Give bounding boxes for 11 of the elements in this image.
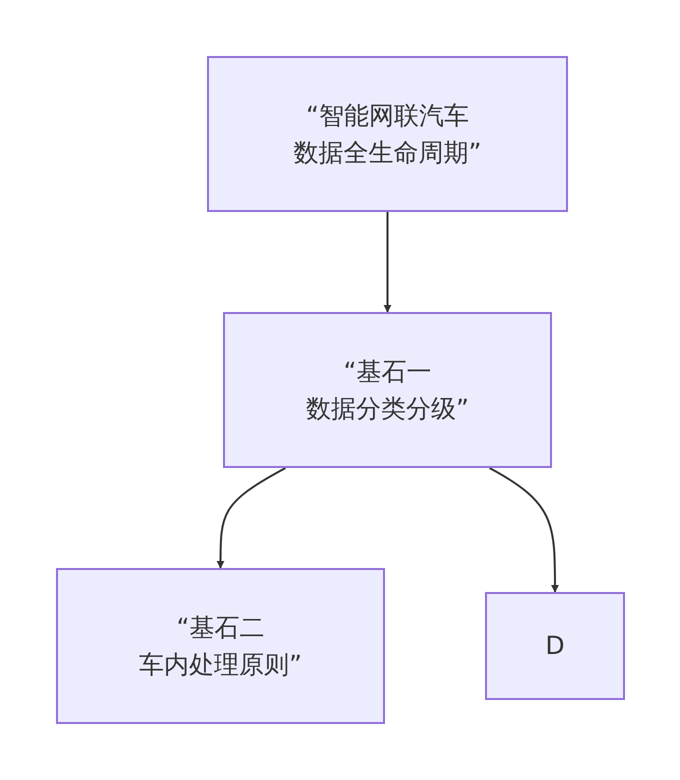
arrow <box>384 212 392 313</box>
box-label: D <box>545 630 565 662</box>
arrow <box>216 467 286 569</box>
process-box <box>56 568 385 724</box>
process-box <box>485 592 625 700</box>
process-box <box>223 312 552 468</box>
arrow <box>489 467 559 593</box>
box-label: “基石一数据分类分级” <box>306 356 469 425</box>
box-label: “智能网联汽车数据全生命周期” <box>294 100 482 169</box>
box-label: “基石二车内处理原则” <box>139 612 302 681</box>
process-box <box>207 56 568 212</box>
